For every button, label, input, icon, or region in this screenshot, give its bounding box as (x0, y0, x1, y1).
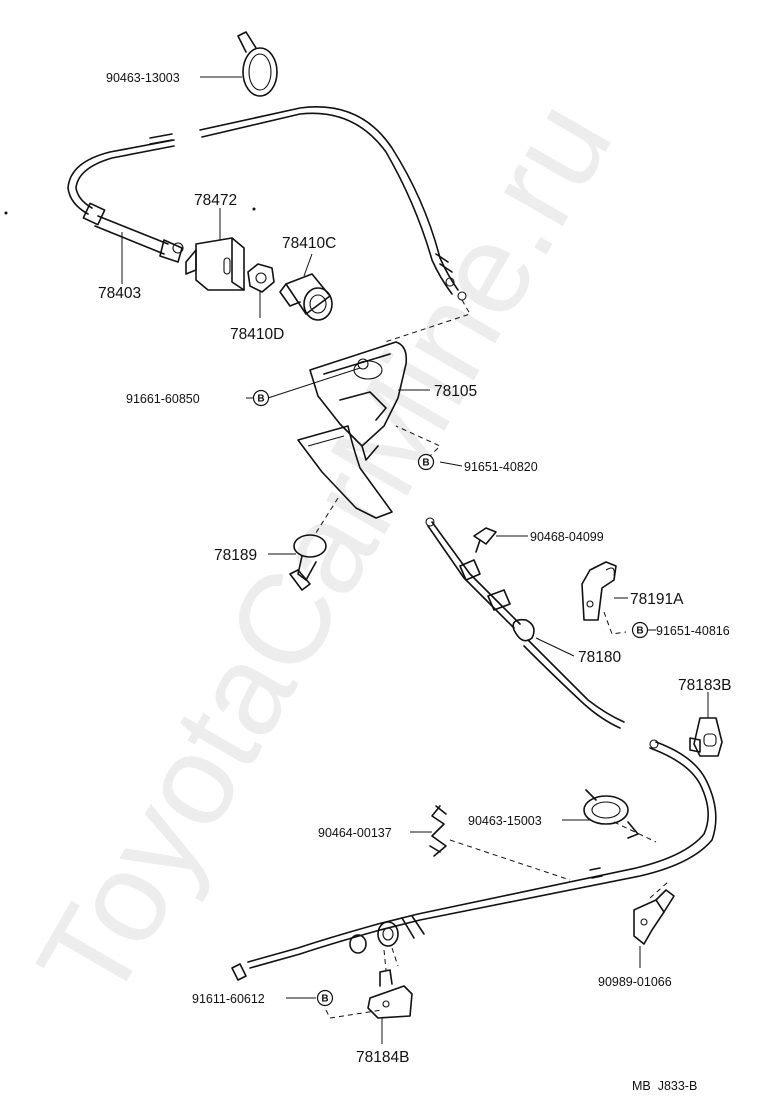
label-91651-40820: 91651-40820 (464, 460, 538, 474)
accelerator-cable-78180[interactable] (425, 517, 625, 729)
accelerator-cable-rear[interactable] (231, 739, 717, 981)
pedal-stopper-78189[interactable] (289, 534, 327, 591)
bracket-78191A[interactable] (581, 561, 617, 621)
label-78189: 78189 (214, 547, 257, 564)
label-91611-60612: 91611-60612 (192, 992, 265, 1006)
label-78184B: 78184B (356, 1049, 409, 1066)
label-78191A: 78191A (630, 591, 684, 608)
svg-text:B: B (321, 994, 328, 1005)
label-78403: 78403 (98, 285, 141, 302)
bolt-badge-2: B (417, 453, 435, 471)
bolt-badge-4: B (316, 989, 334, 1007)
nut-78410D[interactable] (247, 263, 275, 293)
accelerator-cable-upper[interactable] (67, 106, 467, 301)
label-78180: 78180 (578, 649, 621, 666)
clamp-90463-15003[interactable] (583, 789, 639, 839)
cable-bracket-78472[interactable] (185, 237, 245, 291)
accelerator-pedal-lever-78105[interactable] (309, 341, 408, 461)
label-78410C: 78410C (282, 235, 336, 252)
clip-90989-01066[interactable] (633, 889, 675, 945)
bracket-78184B[interactable] (367, 969, 413, 1019)
hose-clamp-upper[interactable] (237, 31, 278, 97)
svg-text:B: B (257, 394, 264, 405)
label-78183B: 78183B (678, 677, 731, 694)
label-90463-15003: 90463-15003 (468, 814, 542, 828)
bolt-badge-1: B (252, 389, 270, 407)
svg-text:B: B (636, 626, 643, 637)
pedal-pad[interactable] (297, 425, 393, 519)
label-78105: 78105 (434, 383, 477, 400)
label-91651-40816: 91651-40816 (656, 624, 730, 638)
label-91661-60850: 91661-60850 (126, 392, 200, 406)
bolt-badge-3: B (631, 621, 649, 639)
clip-90464-00137[interactable] (429, 805, 447, 857)
diagram-code: MB J833-B (632, 1079, 697, 1093)
knob-78410C[interactable] (279, 273, 333, 321)
label-90464-00137: 90464-00137 (318, 826, 392, 840)
clip-90468-04099[interactable] (473, 527, 497, 553)
label-78410D: 78410D (230, 326, 284, 343)
svg-text:B: B (422, 458, 429, 469)
cable-clamp-78183B[interactable] (689, 717, 723, 757)
label-90463-13003: 90463-13003 (106, 71, 180, 85)
label-78472: 78472 (194, 192, 237, 209)
label-90989-01066: 90989-01066 (598, 975, 672, 989)
label-90468-04099: 90468-04099 (530, 530, 604, 544)
